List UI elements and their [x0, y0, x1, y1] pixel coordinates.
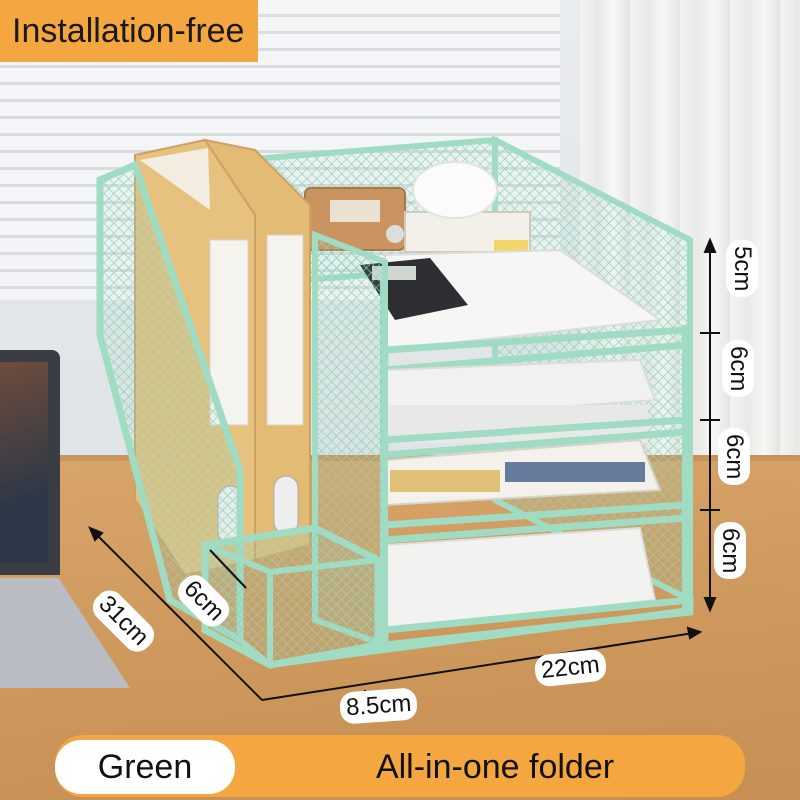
dimension-shelf-3: 6cm — [718, 428, 750, 486]
pen-box — [201, 524, 382, 669]
dimension-magazine-width: 8.5cm — [338, 687, 419, 725]
base-frame — [238, 607, 691, 669]
tray-3 — [381, 438, 689, 544]
installation-badge: Installation-free — [0, 0, 259, 62]
dimension-shelf-1: 5cm — [726, 240, 758, 298]
dimension-lines — [88, 237, 720, 701]
cloud-toy — [412, 161, 498, 219]
color-option-label: Green — [55, 740, 235, 794]
product-type-label: All-in-one folder — [375, 748, 615, 786]
tray-frame-right — [682, 325, 690, 612]
dimension-shelf-4: 6cm — [714, 522, 746, 580]
dimension-shelf-2: 6cm — [722, 340, 754, 398]
laptop-screen — [0, 362, 48, 562]
binder-2 — [202, 138, 311, 562]
